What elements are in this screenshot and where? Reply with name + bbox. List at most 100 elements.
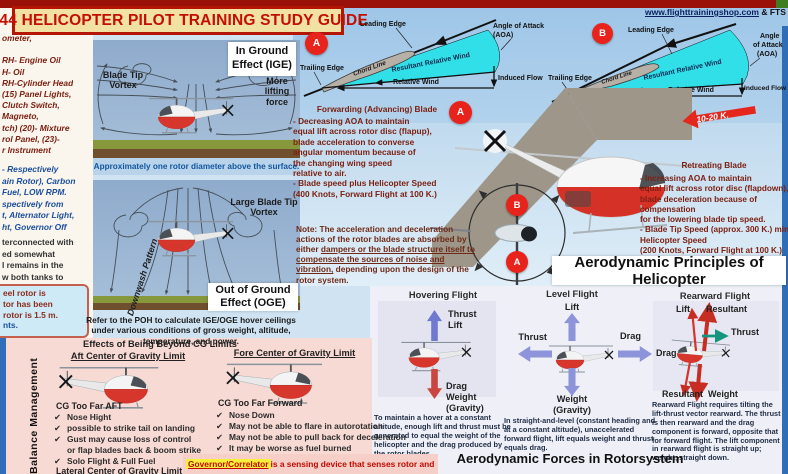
cg-fore-item: It may be worse as fuel burned bbox=[229, 443, 352, 453]
check-icon: ✔ bbox=[54, 412, 62, 422]
forces-title: Aerodynamic Forces in Rotorsystem bbox=[456, 451, 684, 466]
left-info-box: eel rotor is tor has been rotor is 1.5 m… bbox=[0, 284, 89, 338]
hovering-up-label-2: Lift bbox=[448, 320, 463, 330]
retreating-line: - Increasing AOA to maintain bbox=[640, 174, 752, 183]
left-text-maroon: ometer, RH- Engine Oil H- Oil RH-Cylinde… bbox=[2, 33, 73, 156]
left-line: l remains in the bbox=[2, 260, 64, 271]
left-line: RH- Engine Oil bbox=[2, 55, 61, 66]
rearward-lift-label: Lift bbox=[676, 304, 690, 314]
principles-banner: Aerodynamic Principles of Helicopter bbox=[552, 253, 786, 288]
cg-pink-panel bbox=[0, 338, 372, 474]
retreating-line: for the lowering blade tip speed. bbox=[640, 215, 766, 225]
ige-caption: Approximately one rotor diameter above t… bbox=[93, 162, 300, 171]
rearward-thrust-label: Thrust bbox=[731, 327, 759, 337]
left-text-dark: terconnected with ed somewhat l remains … bbox=[2, 237, 74, 283]
cg-fore-item: May not be able to flare in autorotation bbox=[229, 421, 384, 431]
advancing-line: relative to air. bbox=[293, 167, 347, 178]
cg-aft-item: Gust may cause loss of control bbox=[67, 434, 192, 444]
advancing-line: - Blade speed plus Helicopter Speed bbox=[293, 178, 437, 189]
balance-management-label: Balance Management bbox=[28, 357, 40, 474]
rearward-resultant-bottom-label: Resultant bbox=[662, 389, 704, 399]
airfoil-a-relative-wind-label: Relative Wind bbox=[393, 79, 439, 86]
hovering-down-label-2: Weight bbox=[446, 392, 477, 402]
cg-fore-subheading: CG Too Far Forward bbox=[218, 398, 303, 408]
governor-highlight: Governor/Correlator bbox=[186, 459, 271, 469]
cg-title: Effects of Being Beyond CG Limits bbox=[83, 339, 237, 349]
check-icon: ✔ bbox=[216, 410, 224, 420]
page-title: R44 HELICOPTER PILOT TRAINING STUDY GUID… bbox=[0, 11, 368, 29]
rearward-vectors-graphic bbox=[680, 302, 729, 402]
retreating-line: compensation bbox=[640, 204, 696, 214]
ige-grass bbox=[93, 140, 300, 149]
advancing-title: Forwarding (Advancing) Blade bbox=[316, 104, 438, 114]
left-line: t, Alternator Light, bbox=[2, 210, 75, 221]
note-suffix: depending upon the design of the rotor s… bbox=[296, 264, 469, 285]
retreating-line: equal lift across rotor disc (flapdown), bbox=[640, 184, 788, 194]
website-link[interactable]: www.flighttrainingshop.com bbox=[645, 7, 759, 17]
governor-strip: Governor/Correlator is a sensing device … bbox=[183, 454, 438, 474]
oge-caption: Refer to the POH to calculate IGE/OGE ho… bbox=[86, 315, 296, 346]
cg-fore-item: May not be able to pull back for deceler… bbox=[229, 432, 406, 442]
check-icon: ✔ bbox=[216, 432, 224, 442]
airfoil-a-leading-edge-label: Leading Edge bbox=[360, 21, 406, 28]
top-red-strip bbox=[0, 0, 776, 8]
advancing-line: the changing wing speed bbox=[293, 157, 393, 168]
title-banner: R44 HELICOPTER PILOT TRAINING STUDY GUID… bbox=[0, 6, 368, 35]
info-box-line: rotor is 1.5 m. bbox=[3, 309, 58, 320]
left-line: ed somewhat bbox=[2, 248, 56, 259]
advancing-line: angular momentum because of bbox=[293, 147, 416, 158]
oge-dirt bbox=[93, 303, 300, 310]
oge-grass bbox=[93, 296, 300, 303]
left-line: H- Oil bbox=[2, 66, 25, 77]
principles-title: Aerodynamic Principles of Helicopter bbox=[574, 253, 764, 288]
left-line: tch) (20)- Mixture bbox=[2, 122, 70, 133]
ige-helicopter bbox=[148, 97, 234, 134]
rearward-title: Rearward Flight bbox=[679, 291, 751, 301]
hovering-paragraph: To maintain a hover at a constant altitu… bbox=[374, 413, 511, 458]
check-icon: ✔ bbox=[216, 443, 224, 453]
info-box-line: nts. bbox=[3, 320, 18, 331]
ige-dirt bbox=[93, 149, 300, 158]
airfoil-b-badge: B bbox=[592, 23, 613, 44]
cg-aft-heading: Aft Center of Gravity Limit bbox=[70, 351, 186, 361]
level-drag-label: Drag bbox=[620, 331, 641, 341]
ige-caption-strip: Approximately one rotor diameter above t… bbox=[93, 158, 300, 175]
retreating-line: Helicopter Speed bbox=[640, 235, 707, 245]
check-icon: ✔ bbox=[54, 423, 62, 433]
level-weight-label-2: (Gravity) bbox=[553, 405, 591, 415]
airfoil-b-trailing-edge-label: Trailing Edge bbox=[548, 75, 592, 82]
oge-title-box: Out of Ground Effect (OGE) bbox=[208, 283, 298, 311]
cg-fore-item: Nose Down bbox=[229, 410, 275, 420]
right-blue-border bbox=[782, 26, 788, 474]
note-prefix: Note: The acceleration and deceleration … bbox=[296, 224, 467, 255]
advancing-line: blade acceleration to converse bbox=[293, 136, 415, 147]
left-line: Magneto, bbox=[2, 111, 39, 122]
cg-aft-footer: Lateral Center of Gravity Limit bbox=[56, 466, 183, 474]
airfoil-b-induced-flow-label: Induced Flow bbox=[744, 85, 787, 92]
level-lift-label: Lift bbox=[564, 302, 580, 312]
retreating-title: Retreating Blade bbox=[681, 161, 747, 170]
left-line: ht, Governor Off bbox=[2, 221, 67, 232]
level-title: Level Flight bbox=[546, 289, 598, 299]
cg-aft-subheading: CG Too Far AFT bbox=[56, 401, 123, 411]
level-thrust-label: Thrust bbox=[518, 332, 547, 342]
airfoil-a-aoa-label-1: Angle of Attack bbox=[493, 23, 544, 30]
airfoil-b-leading-edge-label: Leading Edge bbox=[628, 27, 674, 34]
oge-vortex-label: Large Blade Tip Vortex bbox=[230, 197, 298, 218]
hovering-title: Hovering Flight bbox=[408, 290, 478, 300]
left-line: Clutch Switch, bbox=[2, 100, 60, 111]
left-line bbox=[2, 44, 73, 55]
airfoil-b-aoa-label-2: of Attack bbox=[753, 42, 783, 49]
info-box-line: eel rotor is bbox=[3, 288, 46, 298]
airfoil-a-aoa-label-2: (AOA) bbox=[493, 32, 513, 39]
note-block: Note: The acceleration and deceleration … bbox=[296, 224, 478, 285]
hovering-down-label-3: (Gravity) bbox=[446, 403, 484, 413]
retreating-line: (200 Knots, Forward Flight at 100 K.) bbox=[640, 246, 782, 256]
advancing-blade-block: Forwarding (Advancing) Blade - Decreasin… bbox=[293, 104, 461, 199]
info-box-line: tor has been bbox=[3, 298, 53, 309]
ige-title-box: In Ground Effect (IGE) bbox=[228, 42, 296, 76]
cg-aft-item: possible to strike tail on landing bbox=[67, 423, 195, 433]
left-line: spectively from bbox=[2, 198, 64, 209]
left-line: - Respectively bbox=[2, 164, 59, 174]
cg-aft-item: Solo Flight & Full Fuel bbox=[67, 456, 156, 466]
